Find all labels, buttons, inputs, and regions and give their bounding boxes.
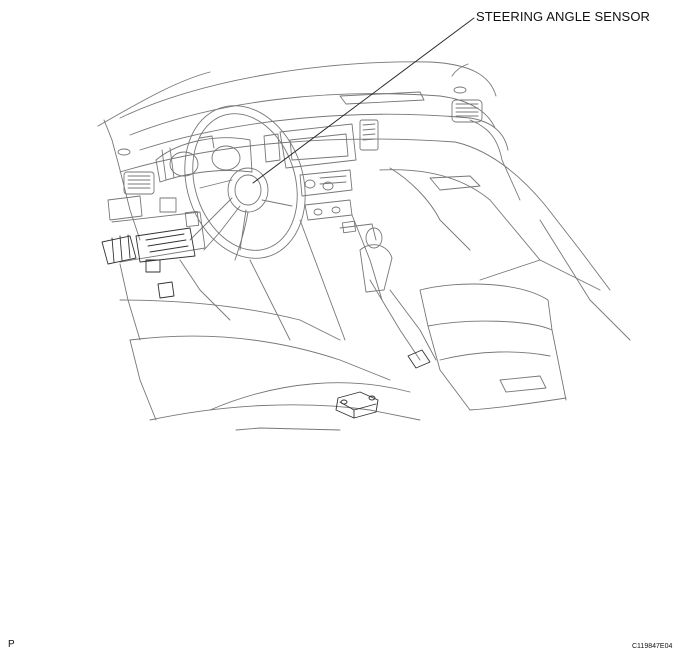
callout-leader-line	[252, 17, 475, 184]
floor-outline	[119, 219, 631, 431]
instrument-cluster	[155, 135, 253, 183]
sensor-modules	[335, 349, 431, 419]
steering-wheel	[184, 105, 306, 261]
left-dashboard	[107, 171, 206, 341]
center-stack	[263, 119, 437, 361]
junction-block	[101, 227, 196, 299]
corner-letter: P	[8, 639, 15, 650]
figure-code: C119847E04	[632, 643, 673, 650]
steering-angle-sensor-label: STEERING ANGLE SENSOR	[476, 9, 651, 24]
windshield-outline	[97, 61, 497, 136]
dashboard-outline	[103, 86, 611, 291]
